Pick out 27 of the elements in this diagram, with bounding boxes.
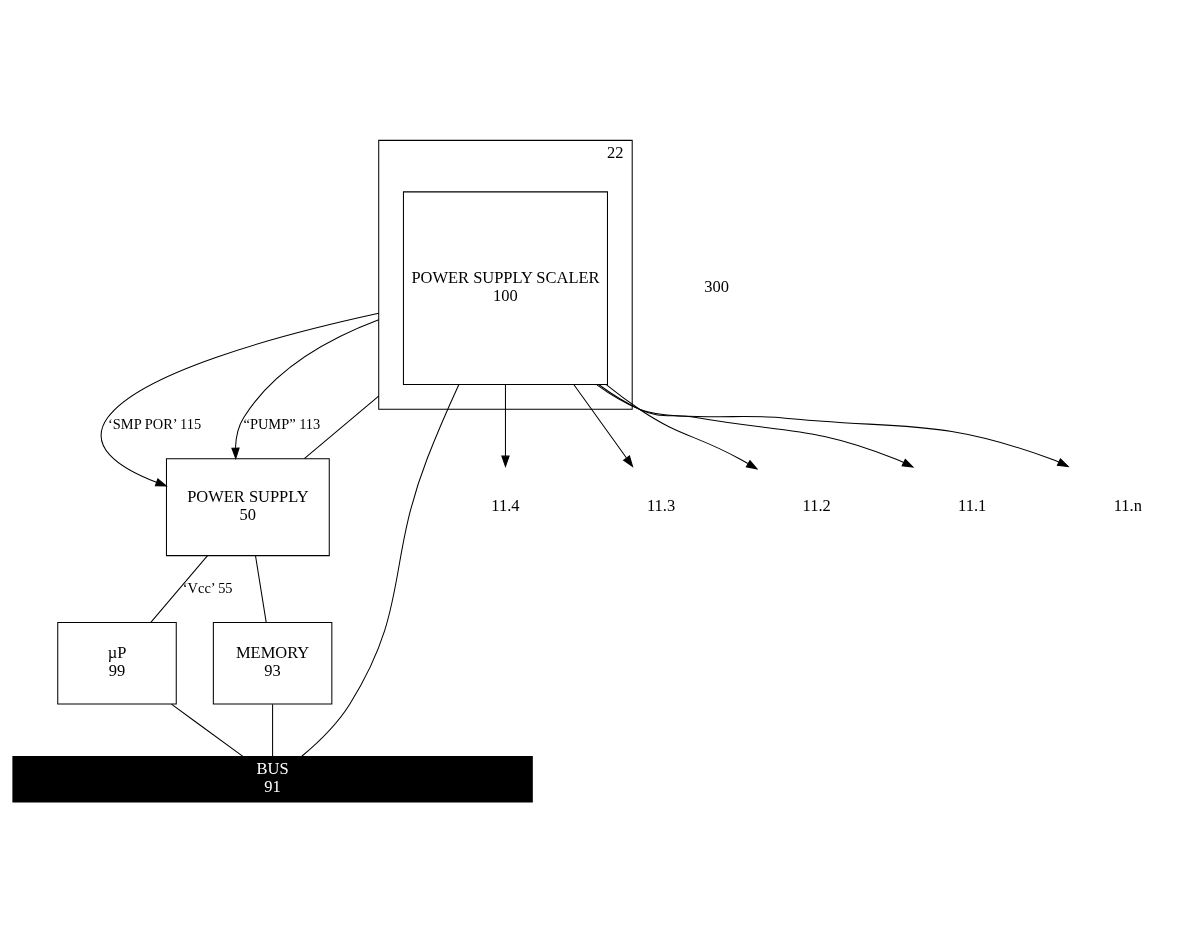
connector <box>170 703 244 757</box>
edge-label: “PUMP” 113 <box>243 415 321 432</box>
arrow <box>598 383 915 468</box>
edge-label: ‘Vcc’ 55 <box>182 579 233 596</box>
node-box: BUS 91 <box>12 755 533 802</box>
node-box: POWER SUPPLY SCALER 100 <box>402 190 608 385</box>
node-text: 11.1 <box>958 495 987 515</box>
connector <box>301 383 460 757</box>
connector <box>254 554 267 623</box>
node-text: 11.n <box>1113 495 1142 515</box>
arrow <box>596 383 1070 467</box>
connector <box>272 703 274 757</box>
node-box: µP 99 <box>57 621 177 704</box>
node-text: 11.3 <box>646 495 676 515</box>
node-box: POWER SUPPLY 50 <box>165 457 330 556</box>
label: 300 <box>704 276 730 296</box>
node-text: 11.4 <box>491 495 520 515</box>
node-text: 11.2 <box>802 495 831 515</box>
node-box: MEMORY 93 <box>212 621 333 704</box>
arrow <box>501 383 510 468</box>
connector <box>150 554 209 623</box>
arrow <box>573 383 634 468</box>
connector <box>303 394 380 459</box>
arrow <box>100 312 380 486</box>
arrow <box>231 318 380 460</box>
edge-label: ‘SMP POR’ 115 <box>108 415 202 432</box>
arrow <box>605 383 759 470</box>
